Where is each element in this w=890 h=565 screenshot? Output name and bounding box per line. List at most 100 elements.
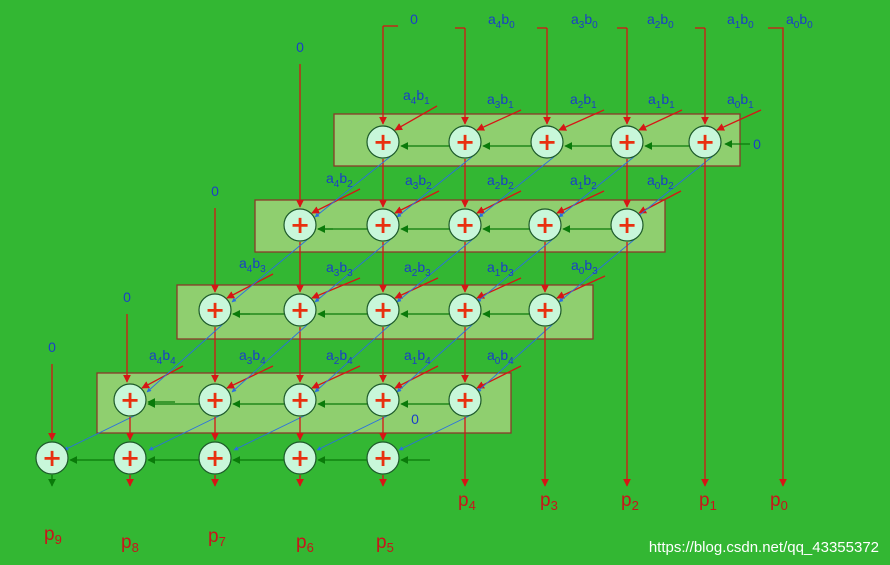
label-term-r4-c4: a1b4 xyxy=(404,347,431,367)
plus-icon: + xyxy=(455,386,475,414)
plus-icon: + xyxy=(290,386,310,414)
wire-sum-r4-c2 xyxy=(148,413,224,451)
label-term-r2-c1: a4b2 xyxy=(326,170,353,190)
adder-circle xyxy=(366,208,400,242)
label-term-r4-c3: a2b4 xyxy=(326,347,353,367)
label-term-r1-c4: a1b1 xyxy=(648,91,675,111)
label-row-zero-1: 0 xyxy=(296,39,304,55)
output-label-p7: p7 xyxy=(208,526,226,549)
plus-icon: + xyxy=(290,211,310,239)
label-term-r4-c2: a3b4 xyxy=(239,347,266,367)
plus-icon: + xyxy=(120,444,140,472)
adder-circle xyxy=(688,125,722,159)
adder-r3-c5: + xyxy=(528,293,562,327)
adder-circle xyxy=(366,441,400,475)
label-term-r2-c2: a3b2 xyxy=(405,172,432,192)
adder-r3-c4: + xyxy=(448,293,482,327)
plus-icon: + xyxy=(373,211,393,239)
wire-term-r4-c5 xyxy=(476,365,522,389)
adder-r4-c3: + xyxy=(283,383,317,417)
wire-sum-r2-c4 xyxy=(476,238,554,303)
adder-circle xyxy=(610,125,644,159)
wire-term-r1-c1 xyxy=(394,105,438,131)
wire-term-r3-c5 xyxy=(556,275,606,299)
label-term-r2-c3: a2b2 xyxy=(487,172,514,192)
adder-circle xyxy=(528,293,562,327)
adder-circle xyxy=(366,383,400,417)
wire-sum-r3-c3 xyxy=(314,323,392,393)
adder-r3-c3: + xyxy=(366,293,400,327)
label-term-r2-c5: a0b2 xyxy=(647,172,674,192)
label-top-term-3: a1b0 xyxy=(727,11,754,31)
wire-term-r2-c3 xyxy=(476,190,522,214)
label-top-term-1: a3b0 xyxy=(571,11,598,31)
plus-icon: + xyxy=(455,211,475,239)
wire-term-r3-c3 xyxy=(394,277,439,299)
wire-term-r3-c1 xyxy=(226,273,274,299)
wire-sum-r2-c5 xyxy=(558,238,636,303)
wire-term-r3-c4 xyxy=(476,277,522,299)
adder-r1-c5: + xyxy=(688,125,722,159)
adder-circle xyxy=(610,208,644,242)
plus-icon: + xyxy=(373,444,393,472)
plus-icon: + xyxy=(205,386,225,414)
wire-sum-r2-c1 xyxy=(231,238,309,303)
wire-term-r4-c4 xyxy=(394,365,439,389)
adder-circle xyxy=(448,125,482,159)
adder-r2-c5: + xyxy=(610,208,644,242)
label-top-zero: 0 xyxy=(410,11,418,27)
adder-circle xyxy=(528,208,562,242)
plus-icon: + xyxy=(617,211,637,239)
adder-circle xyxy=(448,208,482,242)
wire-term-r2-c4 xyxy=(556,190,605,214)
wire-sum-r1-c4 xyxy=(558,155,636,218)
adder-r1-c4: + xyxy=(610,125,644,159)
label-term-r3-c2: a3b3 xyxy=(326,259,353,279)
adder-r2-c4: + xyxy=(528,208,562,242)
adder-circle xyxy=(283,208,317,242)
adder-circle xyxy=(113,441,147,475)
adder-final-2: + xyxy=(113,441,147,475)
plus-icon: + xyxy=(617,128,637,156)
adder-r2-c3: + xyxy=(448,208,482,242)
plus-icon: + xyxy=(120,386,140,414)
label-term-r3-c1: a4b3 xyxy=(239,255,266,275)
label-top-term-2: a2b0 xyxy=(647,11,674,31)
wire-sum-r4-c5 xyxy=(398,413,474,451)
adder-r3-c2: + xyxy=(283,293,317,327)
wire-term-r4-c3 xyxy=(311,365,361,389)
output-label-p5: p5 xyxy=(376,532,394,555)
adder-circle xyxy=(448,293,482,327)
plus-icon: + xyxy=(373,128,393,156)
wire-term-r4-c1 xyxy=(141,365,184,389)
wire-term-r1-c3 xyxy=(558,109,605,131)
adder-circle xyxy=(530,125,564,159)
label-row-zero-3: 0 xyxy=(123,289,131,305)
label-term-r1-c2: a3b1 xyxy=(487,91,514,111)
label-carry-in: 0 xyxy=(753,136,761,152)
adder-r4-c5: + xyxy=(448,383,482,417)
wire-sum-r4-c3 xyxy=(233,413,309,451)
plus-icon: + xyxy=(290,444,310,472)
plus-icon: + xyxy=(535,296,555,324)
wire-sum-r3-c4 xyxy=(396,323,474,393)
adder-circle xyxy=(283,383,317,417)
plus-icon: + xyxy=(205,444,225,472)
output-label-p1: p1 xyxy=(699,490,717,513)
adder-circle xyxy=(283,293,317,327)
wire-sum-r3-c5 xyxy=(476,323,554,393)
wire-sum-r1-c3 xyxy=(478,155,556,218)
plus-icon: + xyxy=(455,296,475,324)
label-row-zero-4: 0 xyxy=(48,339,56,355)
adder-final-5: + xyxy=(366,441,400,475)
adder-circle xyxy=(198,293,232,327)
wire-sum-r2-c2 xyxy=(314,238,392,303)
output-label-p9: p9 xyxy=(44,524,62,547)
adder-r3-c1: + xyxy=(198,293,232,327)
wire-term-r3-c2 xyxy=(311,277,361,299)
output-label-p6: p6 xyxy=(296,532,314,555)
adder-circle xyxy=(366,125,400,159)
label-bottom-zero: 0 xyxy=(411,411,419,427)
label-term-r4-c5: a0b4 xyxy=(487,347,514,367)
